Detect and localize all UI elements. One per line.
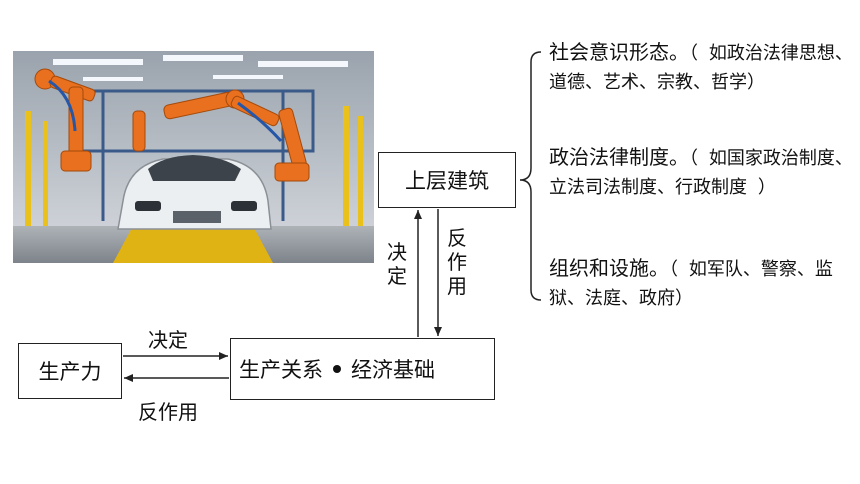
relations-of-production-label: 生产关系: [239, 358, 323, 382]
productivity-box: 生产力: [18, 343, 122, 399]
factory-photo: [13, 51, 374, 263]
item-detail: （ 如国家政治制度、立法司法制度、行政制度 ）: [549, 148, 853, 198]
productivity-label: 生产力: [38, 360, 102, 384]
item-detail: （ 如政治法律思想、道德、艺术、宗教、哲学）: [549, 43, 853, 93]
edge-label-decides: 决定: [148, 328, 188, 352]
edge-label-vertical-decides: 决定: [387, 240, 407, 288]
superstructure-item: 组织和设施。（ 如军队、警察、监狱、法庭、政府）: [549, 254, 854, 313]
edge-label-reacts: 反作用: [138, 400, 198, 424]
edge-label-vertical-reacts: 反作用: [447, 226, 467, 298]
brace-icon: [519, 51, 542, 301]
superstructure-box: 上层建筑: [378, 152, 516, 208]
economic-base-label: 经济基础: [351, 358, 435, 382]
superstructure-label: 上层建筑: [405, 169, 489, 193]
bullet-dot-icon: [333, 365, 341, 373]
superstructure-item: 政治法律制度。（ 如国家政治制度、立法司法制度、行政制度 ）: [549, 143, 854, 202]
relations-of-production-box: 生产关系 经济基础: [230, 338, 495, 400]
item-lead: 组织和设施。: [549, 256, 669, 280]
item-lead: 社会意识形态。: [549, 40, 689, 64]
superstructure-item: 社会意识形态。（ 如政治法律思想、道德、艺术、宗教、哲学）: [549, 38, 854, 97]
item-detail: （ 如军队、警察、监狱、法庭、政府）: [549, 259, 833, 309]
item-lead: 政治法律制度。: [549, 145, 689, 169]
